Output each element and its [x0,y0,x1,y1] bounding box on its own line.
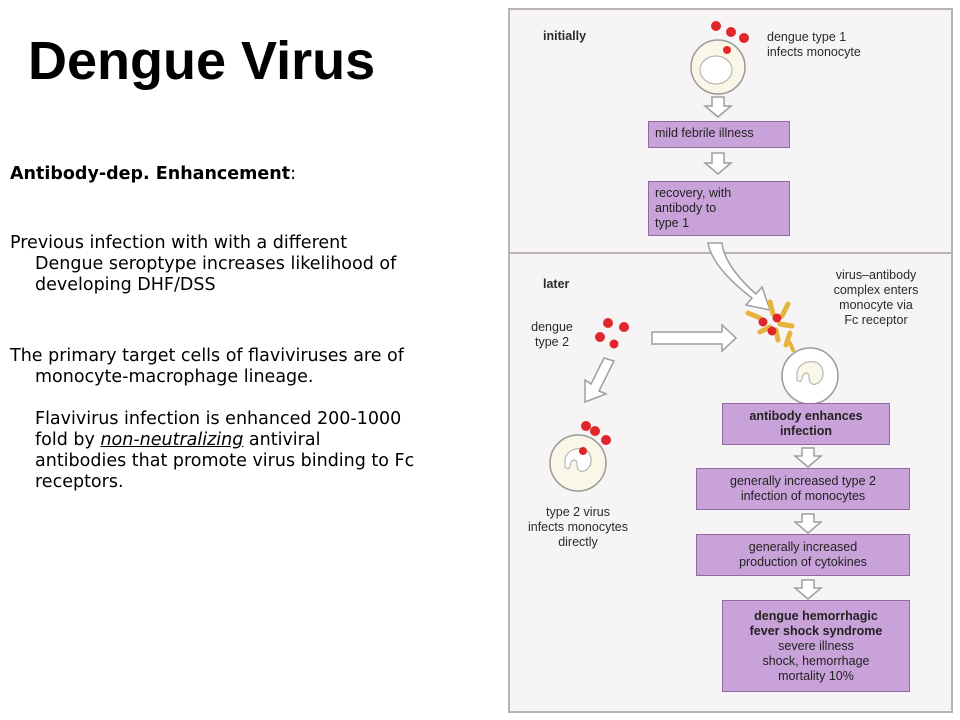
ade-heading-line: Antibody-dep. Enhancement: [10,164,485,185]
recovery-line3: type 1 [655,216,690,230]
complex-line2: complex enters [833,283,919,297]
type2-infects-label: type 2 virus infects monocytes directly [512,505,644,550]
dhf-line4: shock, hemorrhage [762,653,870,668]
dhf-line1: dengue hemorrhagic [754,608,878,623]
dengue-type2-label: dengue type 2 [522,320,582,350]
enhance-line2: infection [779,424,833,438]
type1-line1: dengue type 1 [767,30,847,44]
para3-line3: antibodies that promote virus binding to… [35,451,415,471]
para3-line2-post: antiviral [243,430,321,450]
para3-line4: receptors. [35,472,124,492]
dhf-line5: mortality 10% [778,668,854,683]
complex-line4: Fc receptor [844,313,908,327]
curved-arrow-icon [707,242,772,312]
general2-line2: production of cytokines [739,555,867,569]
arrow-diagonal-icon [584,357,616,404]
general1-line2: infection of monocytes [740,489,866,503]
antibody-enhances-box: antibody enhances infection [722,403,890,445]
dhf-line2: fever shock syndrome [749,623,883,638]
ade-heading: Antibody-dep. Enhancement [10,164,291,184]
type1-infects-label: dengue type 1 infects monocyte [767,30,861,60]
para1-line3: developing DHF/DSS [35,275,216,295]
arrow-down-icon [792,447,824,600]
para2-line2: monocyte-macrophage lineage. [35,367,314,387]
non-neutralizing-emphasis: non-neutralizing [100,430,244,450]
virus-particles-type2-icon [595,318,629,349]
initially-label: initially [543,29,587,43]
recovery-box: recovery, with antibody to type 1 [648,181,790,236]
monocyte-type1-icon [690,39,746,95]
para3-line2-pre: fold by [35,430,101,450]
arrow-right-icon [651,323,738,353]
para1-line2: Dengue seroptype increases likelihood of [35,254,397,274]
later-label: later [543,277,570,291]
virus-antibody-complex-icon [745,299,795,348]
dengue2-line1: dengue [531,320,573,334]
slide-title: Dengue Virus [28,31,376,91]
cytokines-box: generally increased production of cytoki… [696,534,910,576]
dhf-line3: severe illness [778,638,854,653]
ade-colon: : [290,164,296,184]
complex-enters-label: virus–antibody complex enters monocyte v… [806,268,946,328]
virus-particles-type1-icon [711,21,749,54]
increased-infection-box: generally increased type 2 infection of … [696,468,910,510]
dengue2-line2: type 2 [534,335,570,349]
mild-febrile-illness-text: mild febrile illness [655,126,754,140]
para3-line2: fold by non-neutralizing antiviral [10,430,485,451]
arrow-down-icon [702,96,734,175]
paragraph-target-cells: The primary target cells of flaviviruses… [10,346,485,493]
complex-line3: monocyte via [839,298,913,312]
general2-line1: generally increased [748,540,858,554]
general1-line1: generally increased type 2 [730,474,876,488]
para2-line1: The primary target cells of flaviviruses… [10,346,404,366]
dhf-shock-syndrome-box: dengue hemorrhagic fever shock syndrome … [722,600,910,692]
mild-febrile-illness-box: mild febrile illness [648,121,790,148]
type2-line3: directly [558,535,598,549]
para1-line1: Previous infection with with a different [10,233,348,253]
recovery-line2: antibody to [655,201,717,215]
monocyte-fc-receptor-icon [781,341,839,405]
type1-line2: infects monocyte [767,45,861,59]
para3-line1: Flavivirus infection is enhanced 200-100… [35,409,402,429]
enhance-line1: antibody enhances [749,409,863,423]
paragraph-previous-infection: Previous infection with with a different… [10,233,485,296]
monocyte-type2-icon [549,421,611,492]
figure-divider [508,252,953,254]
type2-line2: infects monocytes [527,520,629,534]
type2-line1: type 2 virus [546,505,610,519]
recovery-line1: recovery, with [655,186,732,200]
complex-line1: virus–antibody [835,268,917,282]
